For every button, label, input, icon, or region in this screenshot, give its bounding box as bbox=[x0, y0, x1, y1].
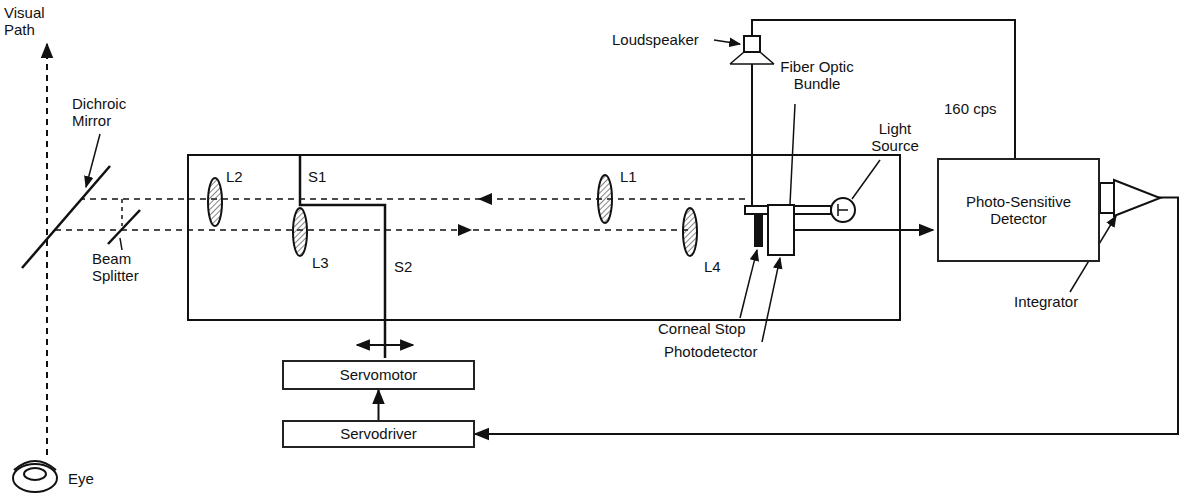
split-beam bbox=[121, 199, 123, 226]
beam-arrow bbox=[478, 193, 492, 205]
part-label: L2 bbox=[226, 168, 243, 185]
eye-lid bbox=[14, 461, 56, 470]
box-label: Servodriver bbox=[340, 425, 417, 442]
loudspeaker-cone bbox=[730, 52, 774, 64]
drive-wire bbox=[752, 20, 1015, 158]
leader-line bbox=[762, 258, 780, 342]
slider-rod bbox=[300, 155, 385, 358]
leader-line bbox=[120, 238, 122, 250]
callout-label: Loudspeaker bbox=[612, 31, 699, 48]
lens-l3 bbox=[293, 208, 307, 256]
integrator-body bbox=[1100, 183, 1114, 213]
leader-line bbox=[86, 134, 100, 187]
leader-line bbox=[714, 40, 740, 44]
callout-label: Beam Splitter bbox=[92, 250, 162, 285]
callout-label: Photodetector bbox=[664, 343, 757, 360]
callout-label: Fiber Optic Bundle bbox=[772, 58, 862, 93]
lens-l2 bbox=[208, 178, 222, 226]
housing bbox=[188, 155, 900, 320]
box-label: Servomotor bbox=[340, 366, 418, 383]
process-box: Servomotor bbox=[282, 360, 475, 390]
callout-label: Visual Path bbox=[4, 4, 64, 39]
photodetector bbox=[768, 205, 794, 255]
part-label: L4 bbox=[704, 258, 721, 275]
lens-l1 bbox=[598, 175, 612, 223]
callout-label: Integrator bbox=[1014, 293, 1078, 310]
corneal-stop bbox=[755, 216, 762, 246]
slider-motion-arrow bbox=[357, 344, 413, 346]
part-label: L3 bbox=[312, 254, 329, 271]
callout-label: Light Source bbox=[860, 120, 930, 155]
visual-path-line bbox=[46, 44, 48, 455]
part-label: S1 bbox=[308, 168, 326, 185]
leader-line bbox=[852, 160, 880, 199]
callout-label: Corneal Stop bbox=[658, 320, 746, 337]
callout-label: Eye bbox=[68, 470, 94, 487]
part-label: S2 bbox=[394, 258, 412, 275]
beam-splitter bbox=[108, 210, 140, 244]
leader-line bbox=[740, 250, 757, 318]
signal-wire bbox=[794, 229, 933, 231]
integrator-symbol bbox=[1114, 180, 1160, 216]
beam-arrow bbox=[458, 224, 472, 236]
callout-label: Dichroic Mirror bbox=[72, 95, 152, 130]
speaker-rod bbox=[751, 64, 753, 207]
box-label: Photo-Sensitive Detector bbox=[959, 193, 1079, 228]
lens-l4 bbox=[683, 208, 697, 256]
leader-line bbox=[790, 104, 795, 204]
callout-label: 160 cps bbox=[944, 100, 997, 117]
eye-iris bbox=[24, 468, 46, 480]
light-source bbox=[831, 198, 855, 222]
process-box: Servodriver bbox=[282, 420, 475, 448]
signal-connector bbox=[378, 390, 380, 420]
eye bbox=[13, 464, 57, 492]
lamp-filament bbox=[838, 204, 848, 216]
loudspeaker bbox=[744, 36, 760, 52]
lower-beam bbox=[55, 229, 690, 231]
part-label: L1 bbox=[620, 168, 637, 185]
process-box: Photo-Sensitive Detector bbox=[937, 158, 1100, 262]
upper-beam bbox=[81, 198, 745, 200]
